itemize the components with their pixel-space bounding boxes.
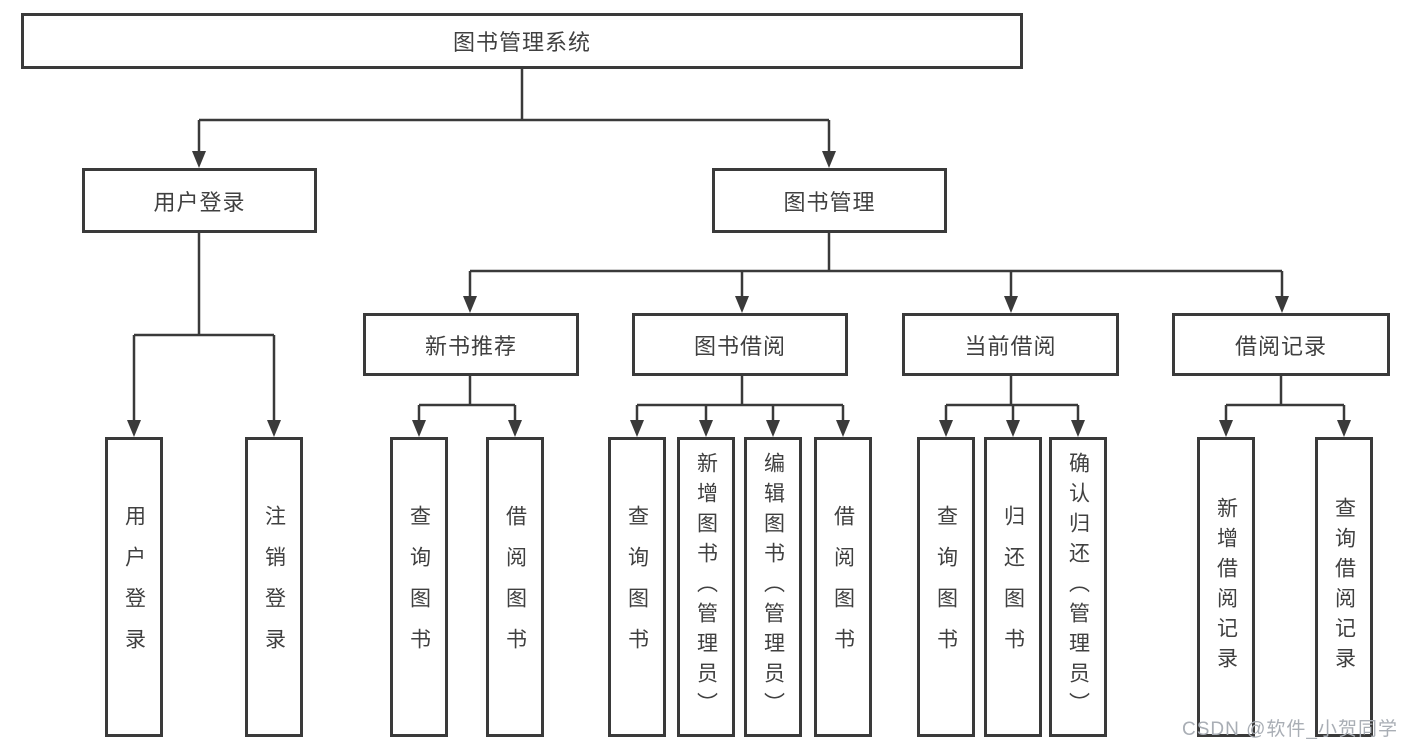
node-root-label: 图书管理系统 bbox=[452, 30, 591, 55]
leaf-newbooks-query-label: 查询图书 bbox=[407, 505, 431, 669]
leaf-newbooks-borrow-label: 借阅图书 bbox=[503, 505, 527, 669]
leaf-newbooks-borrow: 借阅图书 bbox=[486, 437, 544, 737]
leaf-borrow-edit-admin: 编辑图书（管理员） bbox=[744, 437, 802, 737]
leaf-logout: 注销登录 bbox=[245, 437, 303, 737]
node-user-login-label: 用户登录 bbox=[153, 189, 246, 215]
node-new-book-recommend: 新书推荐 bbox=[363, 313, 579, 376]
node-book-borrow-label: 图书借阅 bbox=[693, 333, 786, 359]
leaf-current-query: 查询图书 bbox=[917, 437, 975, 737]
node-book-management-label: 图书管理 bbox=[783, 189, 876, 215]
leaf-records-add-label: 新增借阅记录 bbox=[1214, 497, 1238, 677]
node-book-management: 图书管理 bbox=[712, 168, 947, 233]
leaf-user-login: 用户登录 bbox=[105, 437, 163, 737]
leaf-borrow-add-admin-label: 新增图书（管理员） bbox=[694, 452, 718, 722]
node-user-login: 用户登录 bbox=[82, 168, 317, 233]
node-new-book-recommend-label: 新书推荐 bbox=[424, 333, 517, 359]
leaf-borrow-query: 查询图书 bbox=[608, 437, 666, 737]
leaf-current-confirm-admin-label: 确认归还（管理员） bbox=[1066, 452, 1090, 722]
leaf-borrow-edit-admin-label: 编辑图书（管理员） bbox=[761, 452, 785, 722]
leaf-newbooks-query: 查询图书 bbox=[390, 437, 448, 737]
leaf-borrow-query-label: 查询图书 bbox=[625, 505, 649, 669]
leaf-borrow-add-admin: 新增图书（管理员） bbox=[677, 437, 735, 737]
leaf-borrow-borrow-label: 借阅图书 bbox=[831, 505, 855, 669]
leaf-user-login-label: 用户登录 bbox=[122, 505, 146, 669]
node-root: 图书管理系统 bbox=[21, 13, 1023, 69]
leaf-logout-label: 注销登录 bbox=[262, 505, 286, 669]
node-current-borrow: 当前借阅 bbox=[902, 313, 1119, 376]
node-current-borrow-label: 当前借阅 bbox=[964, 333, 1057, 359]
leaf-borrow-borrow: 借阅图书 bbox=[814, 437, 872, 737]
node-borrow-records-label: 借阅记录 bbox=[1234, 333, 1327, 359]
leaf-records-query-label: 查询借阅记录 bbox=[1332, 497, 1356, 677]
leaf-current-query-label: 查询图书 bbox=[934, 505, 958, 669]
leaf-current-confirm-admin: 确认归还（管理员） bbox=[1049, 437, 1107, 737]
leaf-current-return: 归还图书 bbox=[984, 437, 1042, 737]
leaf-records-add: 新增借阅记录 bbox=[1197, 437, 1255, 737]
node-book-borrow: 图书借阅 bbox=[632, 313, 848, 376]
leaf-records-query: 查询借阅记录 bbox=[1315, 437, 1373, 737]
csdn-watermark: CSDN @软件_小贺同学 bbox=[1182, 719, 1398, 740]
leaf-current-return-label: 归还图书 bbox=[1001, 505, 1025, 669]
node-borrow-records: 借阅记录 bbox=[1172, 313, 1390, 376]
